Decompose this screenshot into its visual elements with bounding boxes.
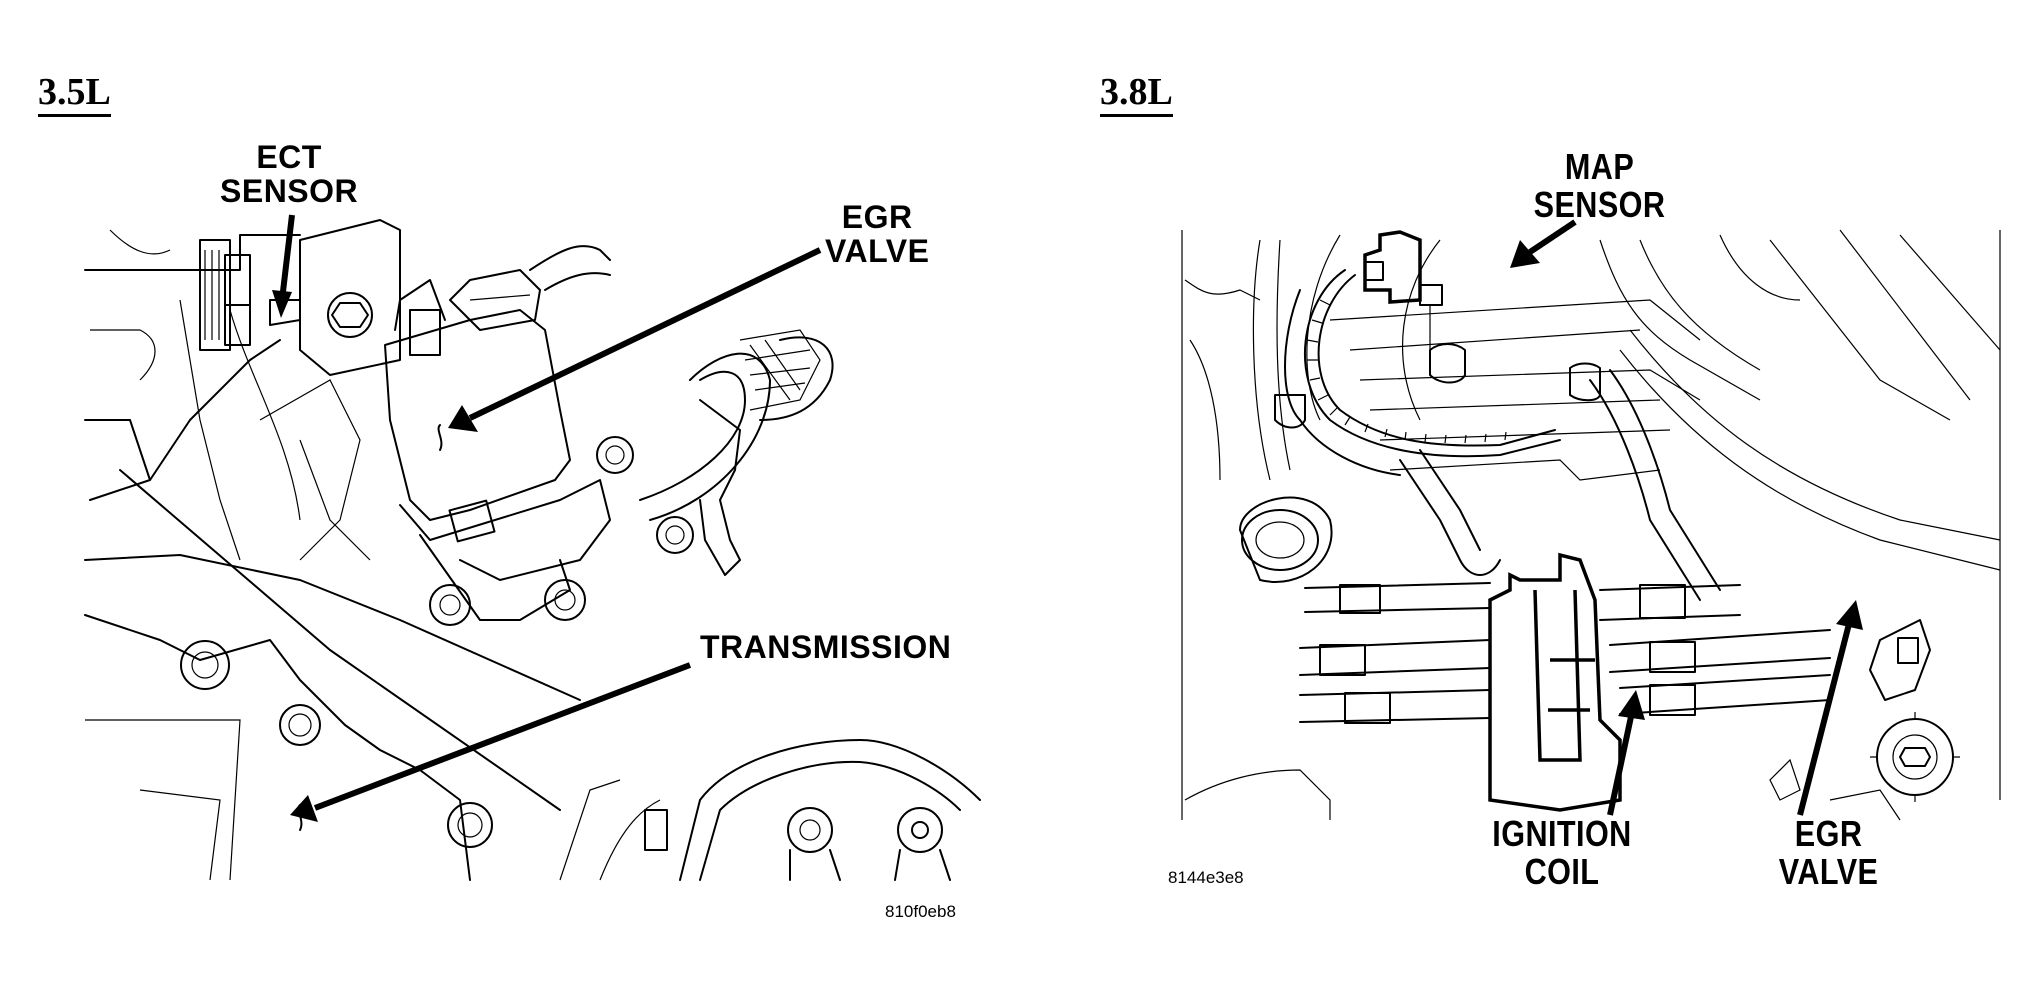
panel-title-3-5l: 3.5L	[38, 72, 111, 117]
callout-ignition-coil: IGNITION COIL	[1492, 813, 1632, 892]
callout-map-sensor: MAP SENSOR	[1533, 146, 1666, 225]
callout-ect-sensor: ECT SENSOR	[220, 139, 359, 209]
engine-illustration-3-8l	[1181, 219, 2001, 821]
callout-egr-valve-3-8l: EGR VALVE	[1778, 813, 1879, 892]
callout-egr-valve-3-5l: EGR VALVE	[825, 199, 930, 269]
panel-title-3-8l: 3.8L	[1100, 72, 1173, 117]
engine-illustration-3-5l	[84, 214, 981, 881]
callout-transmission: TRANSMISSION	[700, 629, 952, 665]
figure-code-810f0eb8: 810f0eb8	[885, 902, 956, 921]
figure-code-8144e3e8: 8144e3e8	[1168, 868, 1244, 887]
